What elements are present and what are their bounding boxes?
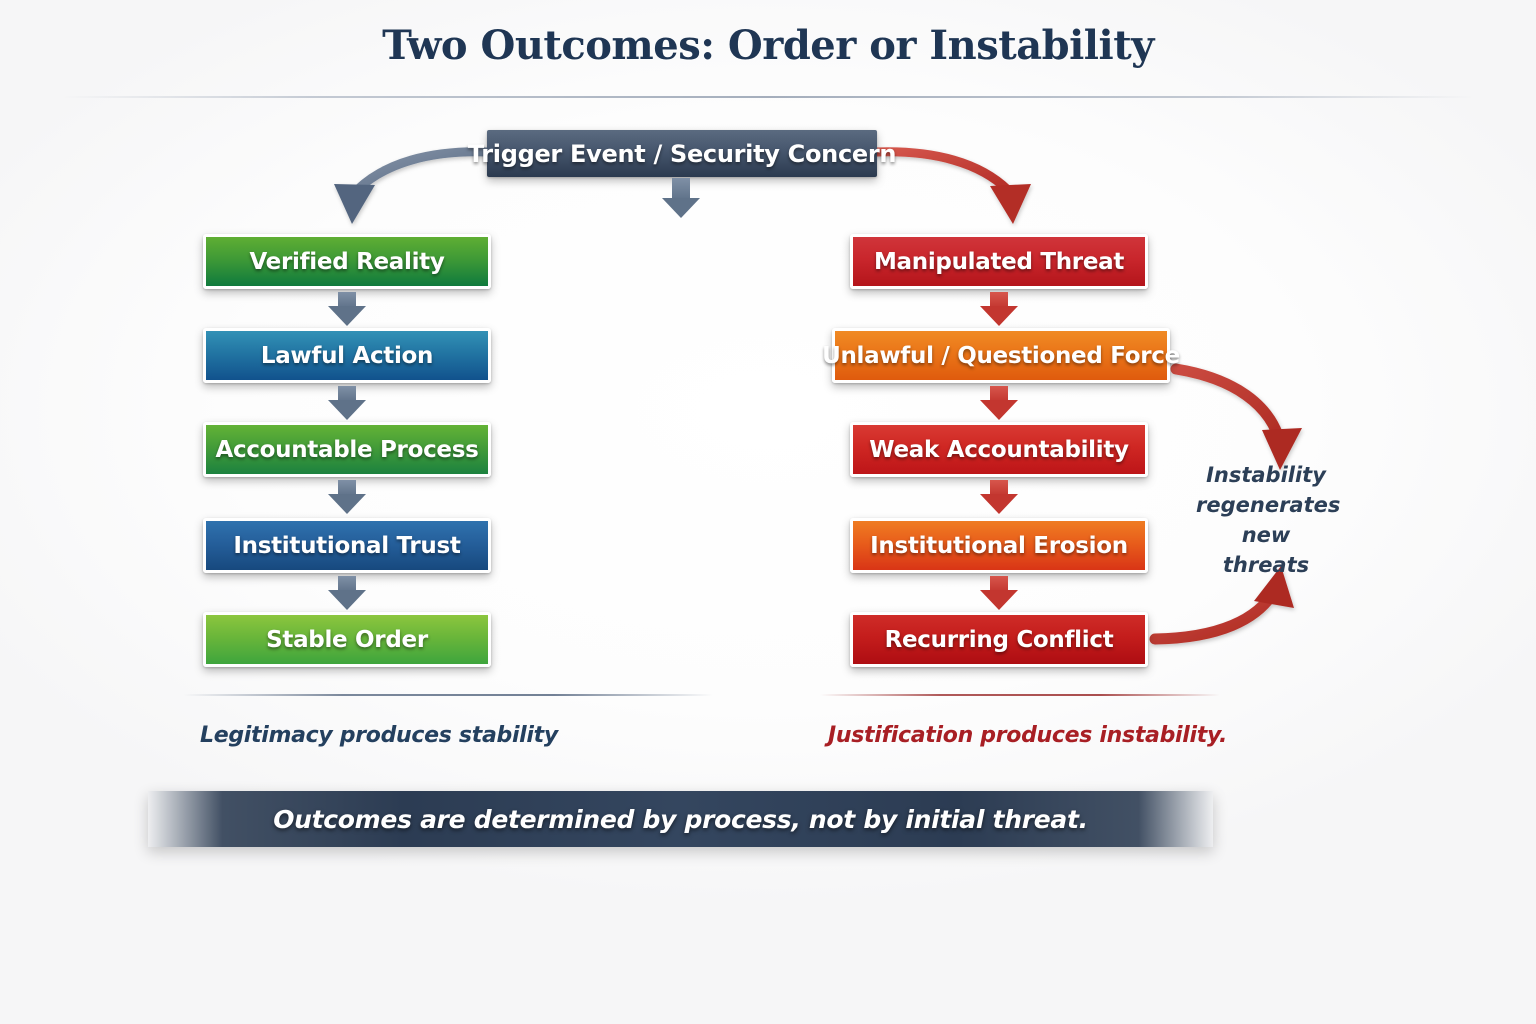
node-accountable-process[interactable]: Accountable Process (203, 422, 491, 477)
page-title: Two Outcomes: Order or Instability (382, 22, 1154, 69)
node-manipulated-threat[interactable]: Manipulated Threat (850, 234, 1148, 289)
loop-note-line-2: regenerates (1196, 493, 1341, 517)
title-divider (62, 96, 1474, 98)
node-institutional-erosion[interactable]: Institutional Erosion (850, 518, 1148, 573)
summary-banner: Outcomes are determined by process, not … (148, 791, 1213, 847)
feedback-loop-arrow-in (1170, 363, 1302, 470)
summary-banner-background (148, 791, 1213, 847)
right-branch-caption: Justification produces instability. (828, 723, 1228, 748)
node-verified-reality[interactable]: Verified Reality (203, 234, 491, 289)
feedback-loop-note: Instability regenerates new threats (1196, 460, 1341, 580)
node-lawful-action[interactable]: Lawful Action (203, 328, 491, 383)
branch-arrow-left (334, 147, 493, 224)
node-recurring-conflict[interactable]: Recurring Conflict (850, 612, 1148, 667)
loop-note-line-1: Instability (1206, 463, 1326, 487)
summary-banner-text: Outcomes are determined by process, not … (273, 804, 1088, 834)
branch-arrow-right (871, 147, 1031, 224)
left-branch-caption: Legitimacy produces stability (200, 723, 558, 748)
left-caption-divider (183, 694, 713, 696)
node-stable-order[interactable]: Stable Order (203, 612, 491, 667)
right-caption-divider (820, 694, 1220, 696)
trigger-event-box[interactable]: Trigger Event / Security Concern (468, 130, 897, 177)
loop-note-line-3: new threats (1222, 523, 1310, 577)
node-unlawful-questioned-force[interactable]: Unlawful / Questioned Force (822, 328, 1180, 383)
node-institutional-trust[interactable]: Institutional Trust (203, 518, 491, 573)
node-weak-accountability[interactable]: Weak Accountability (850, 422, 1148, 477)
